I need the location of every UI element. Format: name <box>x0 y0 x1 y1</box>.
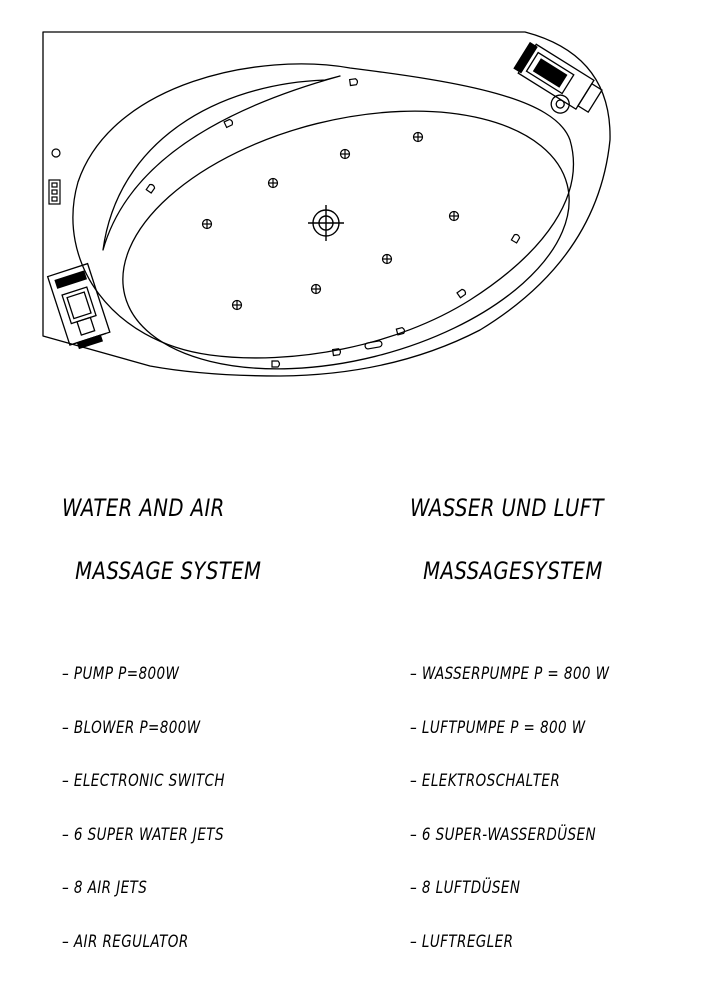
water-jet-icon <box>381 253 393 265</box>
bathtub-armrest <box>102 75 341 251</box>
german-heading-line2: MASSAGESYSTEM <box>423 557 603 585</box>
overflow-slot-icon <box>364 340 383 350</box>
air-jet-icon <box>395 326 406 336</box>
german-heading-line1: WASSER UND LUFT <box>410 494 604 522</box>
list-item: – LUFTREGLER <box>410 931 514 951</box>
list-item: – 8 LUFTDÜSEN <box>410 878 521 898</box>
air-jet-icon <box>223 118 234 129</box>
bathtub-basin <box>122 110 570 370</box>
air-jet-icon <box>348 78 359 87</box>
air-jet-icon <box>271 360 281 368</box>
air-jet-icon <box>456 288 467 299</box>
air-blower-icon <box>513 41 603 114</box>
english-heading-line2: MASSAGE SYSTEM <box>75 557 262 585</box>
list-item: – LUFTPUMPE P = 800 W <box>410 717 586 737</box>
water-jet-icon <box>448 210 460 222</box>
list-item: – PUMP P=800W <box>62 664 180 683</box>
bathtub-outline <box>42 31 611 377</box>
german-specification: WASSER UND LUFT MASSAGESYSTEM – WASSERPU… <box>410 458 609 1007</box>
air-jet-icon <box>145 183 156 194</box>
water-jet-icon <box>339 148 351 160</box>
control-knob-icon <box>51 148 61 158</box>
air-jet-icon <box>510 233 521 244</box>
electronic-switch-icon <box>48 179 61 205</box>
english-feature-list: – PUMP P=800W – BLOWER P=800W – ELECTRON… <box>62 628 261 988</box>
list-item: – 8 AIR JETS <box>62 878 148 898</box>
water-jet-icon <box>231 299 243 311</box>
list-item: – 6 SUPER WATER JETS <box>62 824 224 844</box>
list-item: – 6 SUPER-WASSERDÜSEN <box>410 824 597 844</box>
english-specification: WATER AND AIR MASSAGE SYSTEM – PUMP P=80… <box>62 458 261 1007</box>
list-item: – BLOWER P=800W <box>62 717 201 737</box>
list-item: – ELECTRONIC SWITCH <box>62 771 225 791</box>
water-jet-icon <box>267 177 279 189</box>
english-heading-line1: WATER AND AIR <box>62 494 225 522</box>
water-jet-icon <box>310 283 322 295</box>
air-jet-icon <box>331 348 342 357</box>
list-item: – WASSERPUMPE P = 800 W <box>410 664 610 683</box>
list-item: – AIR REGULATOR <box>62 931 189 951</box>
bathtub-plan-drawing <box>42 31 611 377</box>
water-pump-icon <box>46 262 111 350</box>
water-jet-icon <box>412 131 424 143</box>
list-item: – ELEKTROSCHALTER <box>410 771 561 791</box>
bathtub-rim-contour <box>72 63 575 359</box>
german-feature-list: – WASSERPUMPE P = 800 W – LUFTPUMPE P = … <box>410 628 609 988</box>
air-regulator-icon <box>308 205 344 241</box>
water-jet-icon <box>201 218 213 230</box>
